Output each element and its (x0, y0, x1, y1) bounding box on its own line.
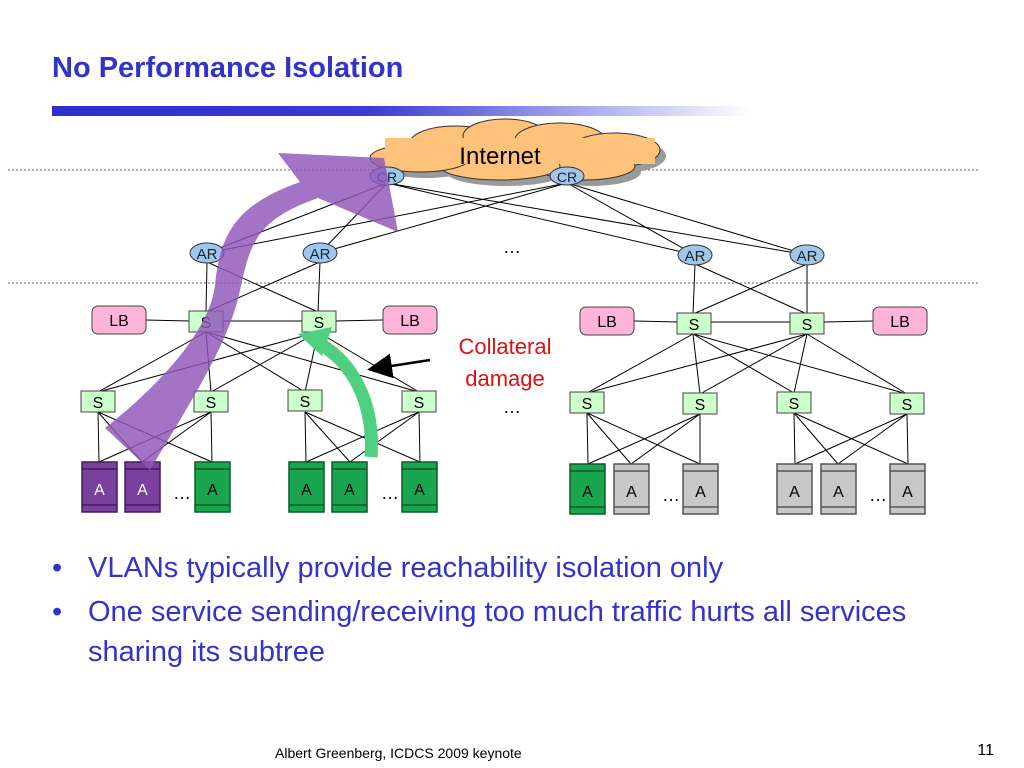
svg-text:AR: AR (310, 246, 331, 263)
ellipsis-marker: … (173, 483, 191, 503)
bullet-item: • VLANs typically provide reachability i… (52, 548, 972, 588)
app-server-label: A (301, 482, 312, 499)
collateral-label-line2: damage (465, 366, 545, 391)
tor-switch: S (889, 392, 925, 415)
svg-text:S: S (582, 396, 593, 413)
app-server: A (401, 461, 438, 513)
svg-text:S: S (802, 317, 813, 334)
tor-switch: S (569, 391, 605, 414)
svg-text:LB: LB (890, 314, 910, 331)
svg-text:S: S (206, 395, 217, 412)
load-balancer: LB (579, 306, 635, 336)
ellipsis-marker: … (503, 237, 521, 257)
svg-text:S: S (689, 317, 700, 334)
app-server: A (331, 461, 368, 513)
app-server-label: A (833, 484, 844, 501)
load-balancer: LB (382, 305, 438, 335)
collateral-traffic-arrow (314, 337, 378, 458)
svg-text:LB: LB (109, 313, 129, 330)
annotation-pointer (367, 353, 431, 379)
tor-switch: S (80, 390, 116, 413)
access-router: AR (677, 244, 713, 266)
svg-text:LB: LB (400, 313, 420, 330)
network-diagram: Internet (8, 118, 980, 515)
svg-text:LB: LB (597, 314, 617, 331)
slide-title: No Performance Isolation (52, 52, 404, 84)
bullet-dot: • (52, 596, 63, 628)
ellipsis-marker: … (869, 485, 887, 505)
app-server: A (81, 461, 118, 513)
access-router: AR (302, 242, 338, 264)
bullet-list: • VLANs typically provide reachability i… (52, 548, 972, 676)
app-server: A (820, 463, 857, 515)
svg-text:CR: CR (557, 169, 577, 185)
internet-cloud: Internet (369, 118, 666, 186)
bullet-text: One service sending/receiving too much t… (88, 596, 907, 668)
app-server-label: A (414, 482, 425, 499)
bullet-text: VLANs typically provide reachability iso… (88, 552, 724, 584)
title-underline (52, 106, 752, 116)
svg-text:AR: AR (197, 246, 218, 263)
svg-text:S: S (300, 394, 311, 411)
app-server-label: A (902, 484, 913, 501)
load-balancer: LB (872, 306, 928, 336)
app-server-label: A (695, 484, 706, 501)
svg-text:S: S (414, 395, 425, 412)
collateral-label-line1: Collateral (459, 334, 552, 359)
svg-text:S: S (789, 396, 800, 413)
tor-switch: S (401, 390, 437, 413)
ellipsis-marker: … (381, 483, 399, 503)
load-balancer: LB (91, 305, 147, 335)
app-server: A (613, 463, 650, 515)
svg-text:S: S (695, 397, 706, 414)
aggregation-switch: S (676, 312, 712, 335)
aggregation-switch: S (789, 312, 825, 335)
svg-text:S: S (93, 395, 104, 412)
app-server-label: A (789, 484, 800, 501)
app-server: A (288, 461, 325, 513)
app-server-label: A (626, 484, 637, 501)
app-server: A (569, 463, 606, 515)
access-router: AR (189, 242, 225, 264)
slide-footer: Albert Greenberg, ICDCS 2009 keynote (275, 745, 522, 761)
app-server: A (682, 463, 719, 515)
bullet-dot: • (52, 552, 63, 584)
overload-traffic-arrow (105, 153, 398, 470)
svg-text:AR: AR (685, 248, 706, 265)
app-server-label: A (137, 482, 148, 499)
app-server-label: A (94, 482, 105, 499)
svg-text:S: S (314, 315, 325, 332)
app-server: A (124, 461, 161, 513)
app-server: A (194, 461, 231, 513)
bullet-item: • One service sending/receiving too much… (52, 592, 972, 672)
ellipsis-marker: … (503, 397, 521, 417)
svg-text:S: S (902, 397, 913, 414)
tor-switch: S (776, 391, 812, 414)
page-number: 11 (977, 742, 994, 759)
app-server: A (776, 463, 813, 515)
svg-text:AR: AR (797, 248, 818, 265)
app-server: A (889, 463, 926, 515)
collateral-arrowhead (298, 327, 332, 356)
tor-switch: S (682, 392, 718, 415)
tor-switch: S (287, 389, 323, 412)
core-router: CR (549, 166, 585, 186)
internet-label: Internet (459, 143, 541, 170)
tor-switch: S (193, 390, 229, 413)
app-server-label: A (207, 482, 218, 499)
app-server-label: A (344, 482, 355, 499)
access-router: AR (789, 244, 825, 266)
app-server-label: A (582, 484, 593, 501)
connection-lines (97, 182, 909, 465)
ellipsis-marker: … (662, 485, 680, 505)
